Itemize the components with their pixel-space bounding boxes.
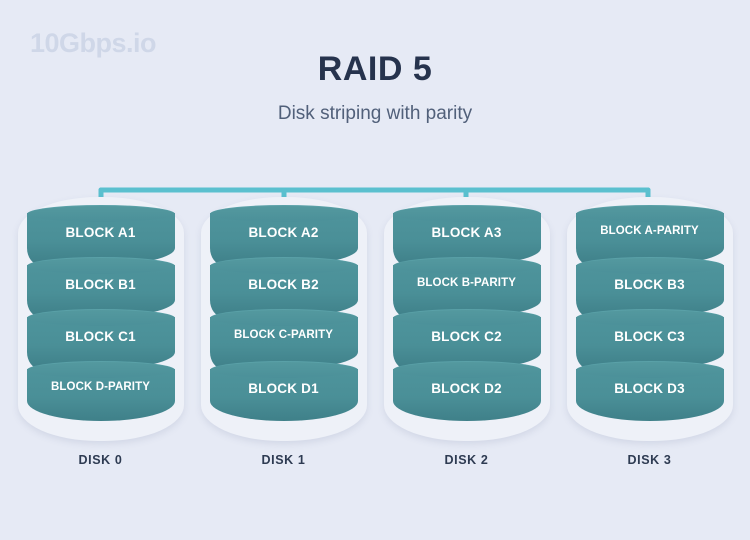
- cylinder-lip: [575, 206, 724, 222]
- disk-block[interactable]: BLOCK B3: [575, 257, 724, 317]
- disk-block[interactable]: BLOCK D-PARITY: [26, 361, 175, 421]
- cylinder-lip: [26, 310, 175, 326]
- page-title: RAID 5: [317, 50, 433, 88]
- cylinder-lip: [209, 362, 358, 378]
- disk-block[interactable]: BLOCK A2: [209, 205, 358, 265]
- block-label: BLOCK B1: [65, 277, 136, 292]
- disk-caption: DISK 2: [444, 453, 489, 467]
- cylinder-lip: [392, 362, 541, 378]
- block-label: BLOCK B-PARITY: [417, 277, 516, 289]
- disk-caption: DISK 0: [78, 453, 123, 467]
- disk-block[interactable]: BLOCK A3: [392, 205, 541, 265]
- block-label: BLOCK D2: [431, 381, 502, 396]
- block-label: BLOCK A3: [431, 225, 502, 240]
- cylinder-lip: [575, 258, 724, 274]
- disk-column-2[interactable]: BLOCK A3 BLOCK B-PARITY BLOCK C2: [383, 197, 550, 467]
- disk-column-1[interactable]: BLOCK A2 BLOCK B2 BLOCK C-PARITY: [200, 197, 367, 467]
- block-label: BLOCK D3: [614, 381, 685, 396]
- disk-block[interactable]: BLOCK C-PARITY: [209, 309, 358, 369]
- disk-column-3[interactable]: BLOCK A-PARITY BLOCK B3 BLOCK C3: [566, 197, 733, 467]
- block-label: BLOCK A1: [65, 225, 136, 240]
- disk-block[interactable]: BLOCK C2: [392, 309, 541, 369]
- disk-block[interactable]: BLOCK B1: [26, 257, 175, 317]
- disk-stack-1: BLOCK A2 BLOCK B2 BLOCK C-PARITY: [200, 197, 367, 441]
- block-label: BLOCK A2: [248, 225, 319, 240]
- cylinder-lip: [209, 206, 358, 222]
- disk-block[interactable]: BLOCK C3: [575, 309, 724, 369]
- block-label: BLOCK D-PARITY: [51, 381, 150, 393]
- site-watermark: 10Gbps.io: [30, 28, 157, 58]
- cylinder-lip: [575, 362, 724, 378]
- disk-block[interactable]: BLOCK A-PARITY: [575, 205, 724, 265]
- disk-stack-0: BLOCK A1 BLOCK B1 BLOCK C1: [17, 197, 184, 441]
- cylinder-lip: [209, 258, 358, 274]
- disk-row: BLOCK A1 BLOCK B1 BLOCK C1: [0, 197, 750, 475]
- block-label: BLOCK B3: [614, 277, 685, 292]
- block-label: BLOCK A-PARITY: [600, 225, 699, 237]
- page-subtitle: Disk striping with parity: [277, 103, 473, 124]
- disk-block[interactable]: BLOCK D1: [209, 361, 358, 421]
- cylinder-lip: [26, 258, 175, 274]
- disk-block[interactable]: BLOCK D3: [575, 361, 724, 421]
- block-label: BLOCK C1: [65, 329, 136, 344]
- block-label: BLOCK B2: [248, 277, 319, 292]
- disk-stack-3: BLOCK A-PARITY BLOCK B3 BLOCK C3: [566, 197, 733, 441]
- disk-block[interactable]: BLOCK C1: [26, 309, 175, 369]
- cylinder-lip: [392, 206, 541, 222]
- cylinder-lip: [26, 362, 175, 378]
- disk-block[interactable]: BLOCK A1: [26, 205, 175, 265]
- disk-caption: DISK 1: [261, 453, 306, 467]
- disk-stack-2: BLOCK A3 BLOCK B-PARITY BLOCK C2: [383, 197, 550, 441]
- cylinder-lip: [26, 206, 175, 222]
- block-label: BLOCK C2: [431, 329, 502, 344]
- cylinder-lip: [575, 310, 724, 326]
- block-label: BLOCK C3: [614, 329, 685, 344]
- disk-block[interactable]: BLOCK B-PARITY: [392, 257, 541, 317]
- block-label: BLOCK C-PARITY: [234, 329, 333, 341]
- cylinder-lip: [392, 310, 541, 326]
- cylinder-lip: [209, 310, 358, 326]
- disk-block[interactable]: BLOCK B2: [209, 257, 358, 317]
- disk-block[interactable]: BLOCK D2: [392, 361, 541, 421]
- disk-caption: DISK 3: [627, 453, 672, 467]
- disk-column-0[interactable]: BLOCK A1 BLOCK B1 BLOCK C1: [17, 197, 184, 467]
- block-label: BLOCK D1: [248, 381, 319, 396]
- cylinder-lip: [392, 258, 541, 274]
